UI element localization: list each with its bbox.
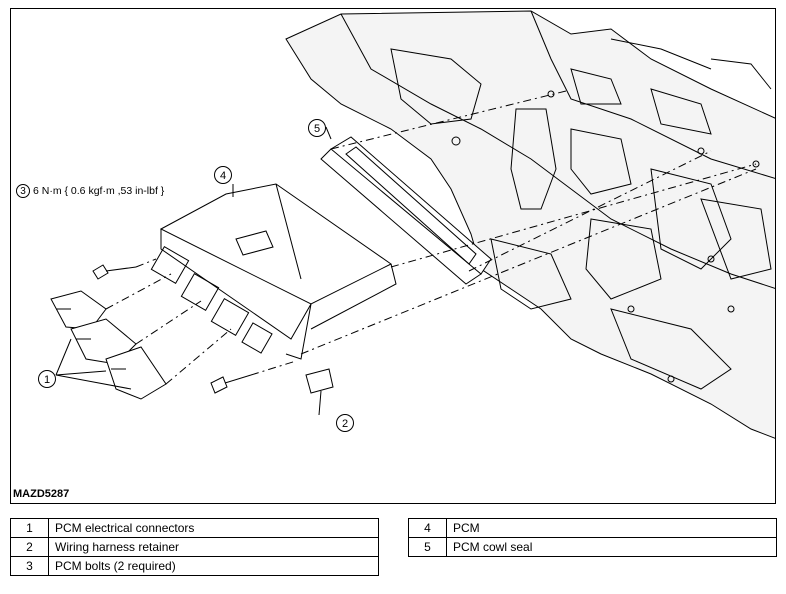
legend-desc: PCM electrical connectors bbox=[48, 518, 379, 538]
callout-4: 4 bbox=[214, 166, 232, 184]
pcm-bolts bbox=[92, 264, 252, 394]
pcm-cowl-seal bbox=[320, 136, 492, 285]
legend-desc: PCM bbox=[446, 518, 777, 538]
callout-5: 5 bbox=[308, 119, 326, 137]
callout-2: 2 bbox=[336, 414, 354, 432]
torque-spec-text: 6 N·m { 0.6 kgf·m ,53 in-lbf } bbox=[33, 184, 165, 197]
torque-spec-ref: 3 bbox=[16, 184, 30, 198]
legend-num: 1 bbox=[10, 518, 49, 538]
pcm-electrical-connectors bbox=[50, 290, 167, 400]
callout-1: 1 bbox=[38, 370, 56, 388]
wiring-harness-retainer bbox=[305, 368, 334, 394]
legend-num: 4 bbox=[408, 518, 447, 538]
diagram-drawing bbox=[50, 10, 775, 439]
legend-desc: PCM bolts (2 required) bbox=[48, 556, 379, 576]
figure-id: MAZD5287 bbox=[13, 488, 70, 500]
legend-num: 3 bbox=[10, 556, 49, 576]
pcm-module bbox=[150, 183, 397, 360]
legend-num: 5 bbox=[408, 537, 447, 557]
legend-desc: PCM cowl seal bbox=[446, 537, 777, 557]
legend-num: 2 bbox=[10, 537, 49, 557]
cowl-structure bbox=[285, 10, 775, 439]
legend-desc: Wiring harness retainer bbox=[48, 537, 379, 557]
